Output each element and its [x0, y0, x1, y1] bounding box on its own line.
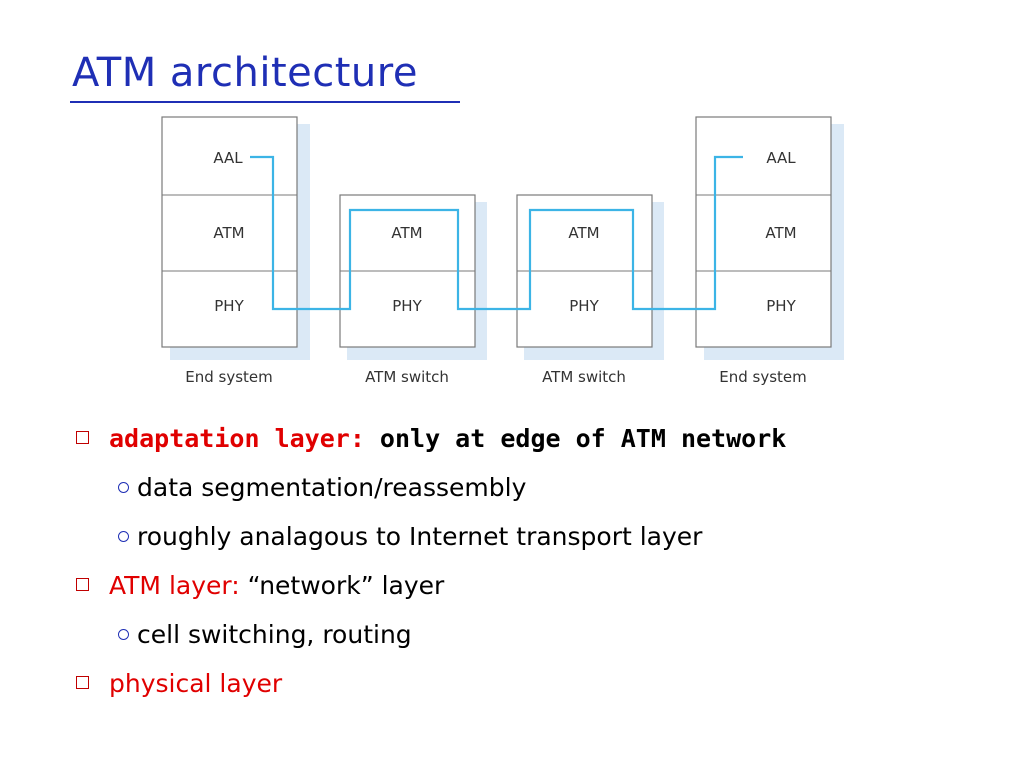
- atm-switch-1: ATM PHY ATM switch: [339, 194, 476, 386]
- square-bullet-icon: [76, 676, 89, 689]
- end-system-right-atm: ATM: [765, 224, 796, 242]
- end-system-left-aal: AAL: [213, 149, 243, 167]
- bullet-atm-layer: ATM layer: “network” layer: [70, 561, 990, 610]
- data-path-line: [250, 155, 743, 311]
- atm-switch-2-phy: PHY: [569, 297, 599, 315]
- bullet-text: data segmentation/reassembly: [137, 473, 527, 502]
- bullet-label: physical layer: [109, 669, 283, 698]
- end-system-left-label: End system: [185, 368, 273, 386]
- end-system-left: AAL ATM PHY End system: [161, 116, 298, 386]
- end-system-right: AAL ATM PHY End system: [695, 116, 832, 386]
- circle-bullet-icon: [118, 531, 129, 542]
- slide-title: ATM architecture: [72, 50, 418, 96]
- atm-switch-2-label: ATM switch: [542, 368, 626, 386]
- bullet-text: roughly analagous to Internet transport …: [137, 522, 703, 551]
- sub-bullet-transport-analogy: roughly analagous to Internet transport …: [70, 512, 990, 561]
- bullet-text: only at edge of ATM network: [364, 424, 787, 453]
- sub-bullet-cell-switching: cell switching, routing: [70, 610, 990, 659]
- square-bullet-icon: [76, 578, 89, 591]
- bullet-label: ATM layer:: [109, 571, 240, 600]
- circle-bullet-icon: [118, 482, 129, 493]
- bullet-list: adaptation layer: only at edge of ATM ne…: [70, 414, 990, 708]
- atm-switch-2: ATM PHY ATM switch: [516, 194, 653, 386]
- square-bullet-icon: [76, 431, 89, 444]
- end-system-right-label: End system: [719, 368, 807, 386]
- end-system-left-atm: ATM: [213, 224, 244, 242]
- sub-bullet-segmentation: data segmentation/reassembly: [70, 463, 990, 512]
- end-system-right-aal: AAL: [766, 149, 796, 167]
- atm-switch-1-label: ATM switch: [365, 368, 449, 386]
- atm-architecture-diagram: AAL ATM PHY End system ATM PHY ATM switc…: [161, 116, 844, 386]
- bullet-text: cell switching, routing: [137, 620, 412, 649]
- bullet-physical-layer: physical layer: [70, 659, 990, 708]
- atm-switch-2-atm: ATM: [568, 224, 599, 242]
- bullet-text: “network” layer: [239, 571, 445, 600]
- end-system-left-phy: PHY: [214, 297, 244, 315]
- bullet-adaptation-layer: adaptation layer: only at edge of ATM ne…: [70, 414, 990, 463]
- atm-switch-1-atm: ATM: [391, 224, 422, 242]
- end-system-right-phy: PHY: [766, 297, 796, 315]
- atm-switch-1-phy: PHY: [392, 297, 422, 315]
- circle-bullet-icon: [118, 629, 129, 640]
- bullet-label: adaptation layer:: [109, 424, 365, 453]
- title-underline: [70, 101, 460, 103]
